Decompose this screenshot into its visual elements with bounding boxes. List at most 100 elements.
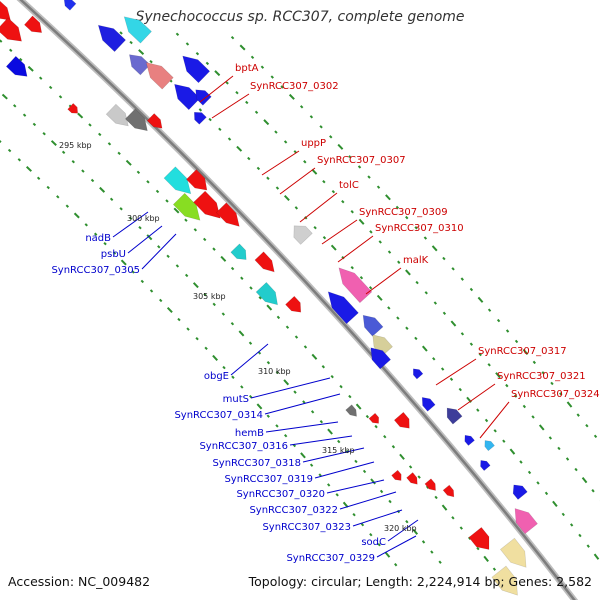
tick-dot: [414, 226, 418, 230]
tick-dot: [378, 240, 382, 244]
fwd-gene: [368, 412, 380, 424]
tick-dot: [586, 544, 590, 548]
kbp-tick-label: 300 kbp: [127, 214, 160, 223]
tick-dot: [310, 410, 315, 414]
tick-dot: [19, 57, 23, 62]
tick-dot: [81, 169, 85, 173]
tick-dot: [460, 277, 464, 281]
rev-gene-0305: [193, 111, 207, 125]
tick-dot: [459, 526, 463, 530]
tick-dot: [399, 453, 405, 460]
tick-dot: [288, 93, 295, 100]
fwd-gene-0302b: [124, 108, 148, 132]
tick-dot: [360, 522, 365, 527]
tick-dot: [469, 287, 474, 292]
tick-dot: [99, 186, 106, 193]
tick-dot: [322, 235, 327, 240]
tick-dot: [362, 469, 367, 474]
tick-dot: [397, 260, 401, 264]
tick-dot: [248, 394, 253, 399]
tick-dot: [337, 143, 344, 150]
tick-dot: [538, 424, 545, 431]
tick-dot: [374, 424, 378, 429]
tick-dot: [240, 385, 244, 389]
forward-leader-line: [435, 358, 477, 386]
tick-dot: [311, 353, 318, 360]
reverse-gene-label: hemB: [235, 428, 264, 439]
tick-dot: [39, 76, 43, 80]
tick-dot: [73, 212, 80, 219]
tick-dot: [496, 318, 501, 323]
fwd-gene: [23, 15, 43, 33]
forward-gene-label: SynRCC307_0310: [375, 223, 464, 234]
tick-dot: [423, 236, 428, 240]
fwd-gene-0321: [393, 411, 410, 429]
rev-gene: [327, 291, 359, 325]
tick-dot: [495, 372, 501, 379]
tick-dot: [266, 304, 273, 311]
tick-dot: [71, 160, 75, 164]
tick-dot: [384, 551, 391, 558]
rev-gene-0314: [362, 314, 384, 337]
tick-dot: [146, 234, 153, 241]
tick-dot: [284, 433, 288, 438]
tick-dot: [275, 186, 280, 190]
tick-dot: [77, 112, 84, 119]
tick-dot: [408, 465, 413, 469]
reverse-leader-line: [127, 225, 163, 254]
tick-dot: [414, 336, 418, 341]
label-leader-lines: [112, 75, 510, 558]
tick-dot: [513, 394, 518, 398]
tick-dot: [327, 428, 333, 435]
rev-gene-pink: [145, 62, 174, 90]
fwd-gene-tolc: [172, 192, 201, 221]
tick-dot: [450, 320, 457, 327]
tick-dot: [276, 315, 281, 320]
tick-dot: [388, 499, 392, 504]
tick-dot: [240, 276, 244, 280]
rev-gene-0329: [480, 460, 491, 472]
tick-dot: [138, 49, 145, 56]
tick-dot: [391, 445, 396, 449]
tick-dot: [90, 178, 95, 183]
tick-dot: [266, 414, 270, 418]
tick-dot: [369, 532, 373, 537]
tick-dot: [266, 360, 271, 365]
reverse-gene-label: SynRCC307_0305: [51, 265, 140, 276]
reverse-gene-label: psbU: [101, 249, 126, 260]
tick-dot: [138, 226, 142, 230]
tick-dot: [193, 228, 198, 232]
fwd-gene-top: [0, 0, 11, 21]
reverse-gene-label: SynRCC307_0319: [224, 474, 313, 485]
tick-dot: [350, 265, 354, 270]
tick-dot: [195, 51, 200, 56]
rev-gene-edge: [5, 55, 28, 77]
reverse-leader-line: [250, 377, 331, 399]
tick-dot: [125, 159, 132, 166]
tick-dot: [177, 317, 181, 322]
tick-dot: [441, 504, 448, 511]
tick-dot: [451, 267, 455, 271]
tick-dot: [421, 540, 426, 544]
tick-dot: [285, 325, 290, 329]
tick-dot: [368, 286, 373, 290]
tick-dot: [424, 291, 428, 295]
accession-text: Accession: NC_009482: [8, 574, 151, 589]
tick-dot: [574, 467, 578, 472]
reverse-leader-line: [302, 447, 365, 463]
reverse-gene-label: SynRCC307_0314: [174, 410, 263, 421]
tick-dot: [321, 365, 326, 369]
fwd-gene-uppp: [163, 166, 192, 195]
tick-dot: [239, 44, 246, 51]
tick-dot: [505, 383, 509, 388]
reverse-gene-label: nadB: [85, 233, 111, 244]
kbp-tick-label: 295 kbp: [59, 141, 92, 150]
tick-dot: [212, 302, 216, 307]
reverse-leader-line: [352, 509, 403, 527]
tick-dot: [483, 555, 489, 562]
tick-dot: [387, 306, 391, 310]
rev-gene-0322: [446, 407, 463, 425]
